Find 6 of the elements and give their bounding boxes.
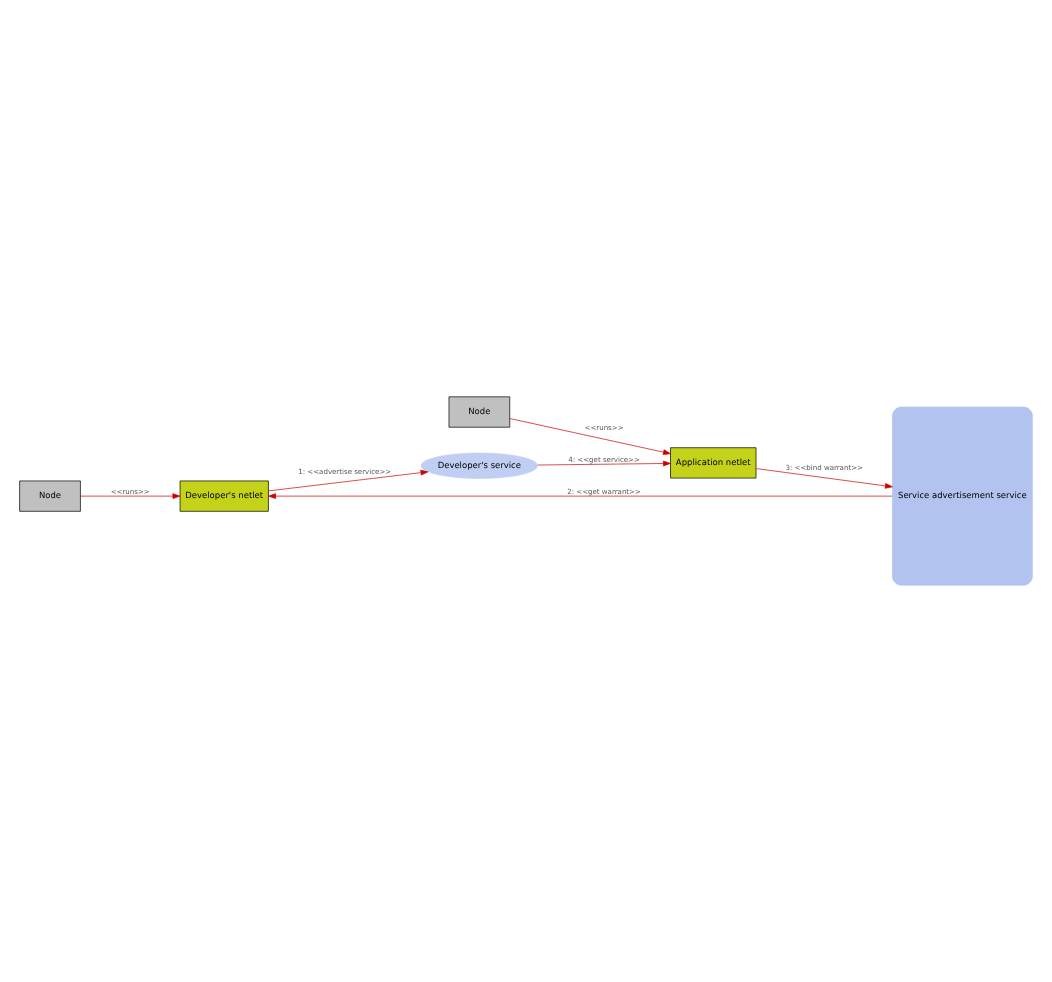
arrow	[509, 418, 671, 455]
arrow	[268, 493, 893, 499]
arrow	[537, 460, 671, 467]
arrow	[80, 493, 181, 499]
arrow	[755, 468, 893, 489]
arrow	[268, 469, 429, 492]
